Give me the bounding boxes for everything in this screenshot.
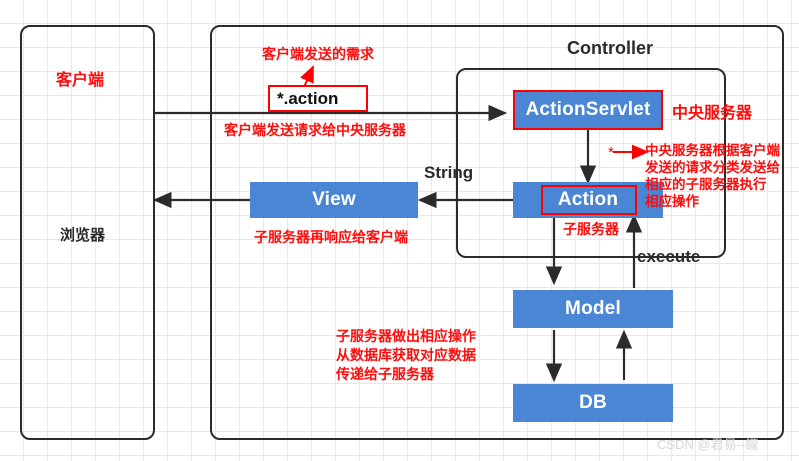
actionservlet-highlight-outline xyxy=(513,90,663,130)
node-action-label: Action xyxy=(557,189,619,210)
controller-box xyxy=(456,68,726,258)
annotation-sub-server-response: 子服务器再响应给客户端 xyxy=(254,229,408,245)
annotation-client-sends-request: 客户端发送请求给中央服务器 xyxy=(224,122,406,138)
node-actionservlet-label: ActionServlet xyxy=(525,99,651,120)
annotation-sub-server: 子服务器 xyxy=(563,221,619,237)
edge-label-string: String xyxy=(424,163,474,182)
annotation-client-demand: 客户端发送的需求 xyxy=(262,46,374,62)
node-db[interactable]: DB xyxy=(513,384,673,422)
node-db-label: DB xyxy=(579,392,607,413)
node-view-label: View xyxy=(312,189,356,210)
client-label: 客户端 xyxy=(56,72,105,89)
node-action[interactable]: Action xyxy=(513,182,663,218)
action-pattern-label: *.action xyxy=(277,88,339,108)
csdn-watermark: CSDN @君易--鑨 xyxy=(657,437,759,452)
node-view[interactable]: View xyxy=(250,182,418,218)
action-highlight-outline xyxy=(541,185,637,215)
node-model[interactable]: Model xyxy=(513,290,673,328)
action-pattern-chip: *.action xyxy=(268,85,368,112)
controller-title: Controller xyxy=(567,38,654,58)
annotation-central-server: 中央服务器 xyxy=(672,105,753,122)
node-model-label: Model xyxy=(565,298,621,319)
node-actionservlet[interactable]: ActionServlet xyxy=(513,90,663,130)
client-box xyxy=(20,25,155,440)
annotation-sub-server-db: 子服务器做出相应操作 从数据库获取对应数据 传递给子服务器 xyxy=(336,328,476,382)
annotation-central-server-dispatch: 中央服务器根据客户端 发送的请求分类发送给 相应的子服务器执行 相应操作 xyxy=(645,143,780,209)
edge-label-execute: execute xyxy=(637,247,701,266)
browser-label: 浏览器 xyxy=(60,227,106,244)
server-container-box xyxy=(210,25,784,440)
